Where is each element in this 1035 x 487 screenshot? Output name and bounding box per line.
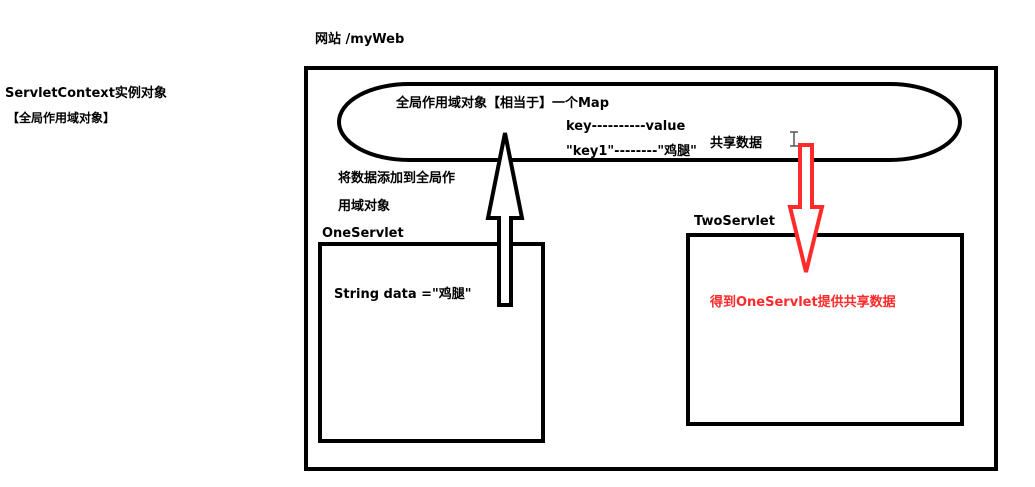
map-kv-header: key----------value	[566, 119, 686, 134]
servletcontext-label: ServletContext实例对象	[5, 86, 167, 101]
global-scope-ellipse	[337, 82, 962, 162]
global-scope-label: 【全局作用域对象】	[7, 111, 116, 125]
one-servlet-code: String data ="鸡腿"	[334, 287, 472, 302]
add-to-scope-label-line1: 将数据添加到全局作	[338, 171, 456, 186]
one-servlet-title: OneServlet	[322, 226, 404, 241]
site-title: 网站 /myWeb	[315, 32, 405, 47]
two-servlet-title: TwoServlet	[694, 214, 775, 229]
text-cursor-icon	[790, 131, 798, 147]
upload-arrow	[485, 132, 525, 307]
add-to-scope-label-line2: 用域对象	[338, 199, 391, 214]
map-kv-example: "key1"--------"鸡腿"	[566, 144, 697, 159]
two-servlet-text: 得到OneServlet提供共享数据	[710, 295, 896, 310]
one-servlet-box	[318, 242, 545, 443]
web-container	[304, 66, 998, 471]
share-data-label: 共享数据	[710, 136, 763, 151]
map-title: 全局作用域对象【相当于】一个Map	[396, 96, 610, 111]
share-arrow	[787, 143, 825, 273]
two-servlet-box	[686, 233, 964, 426]
